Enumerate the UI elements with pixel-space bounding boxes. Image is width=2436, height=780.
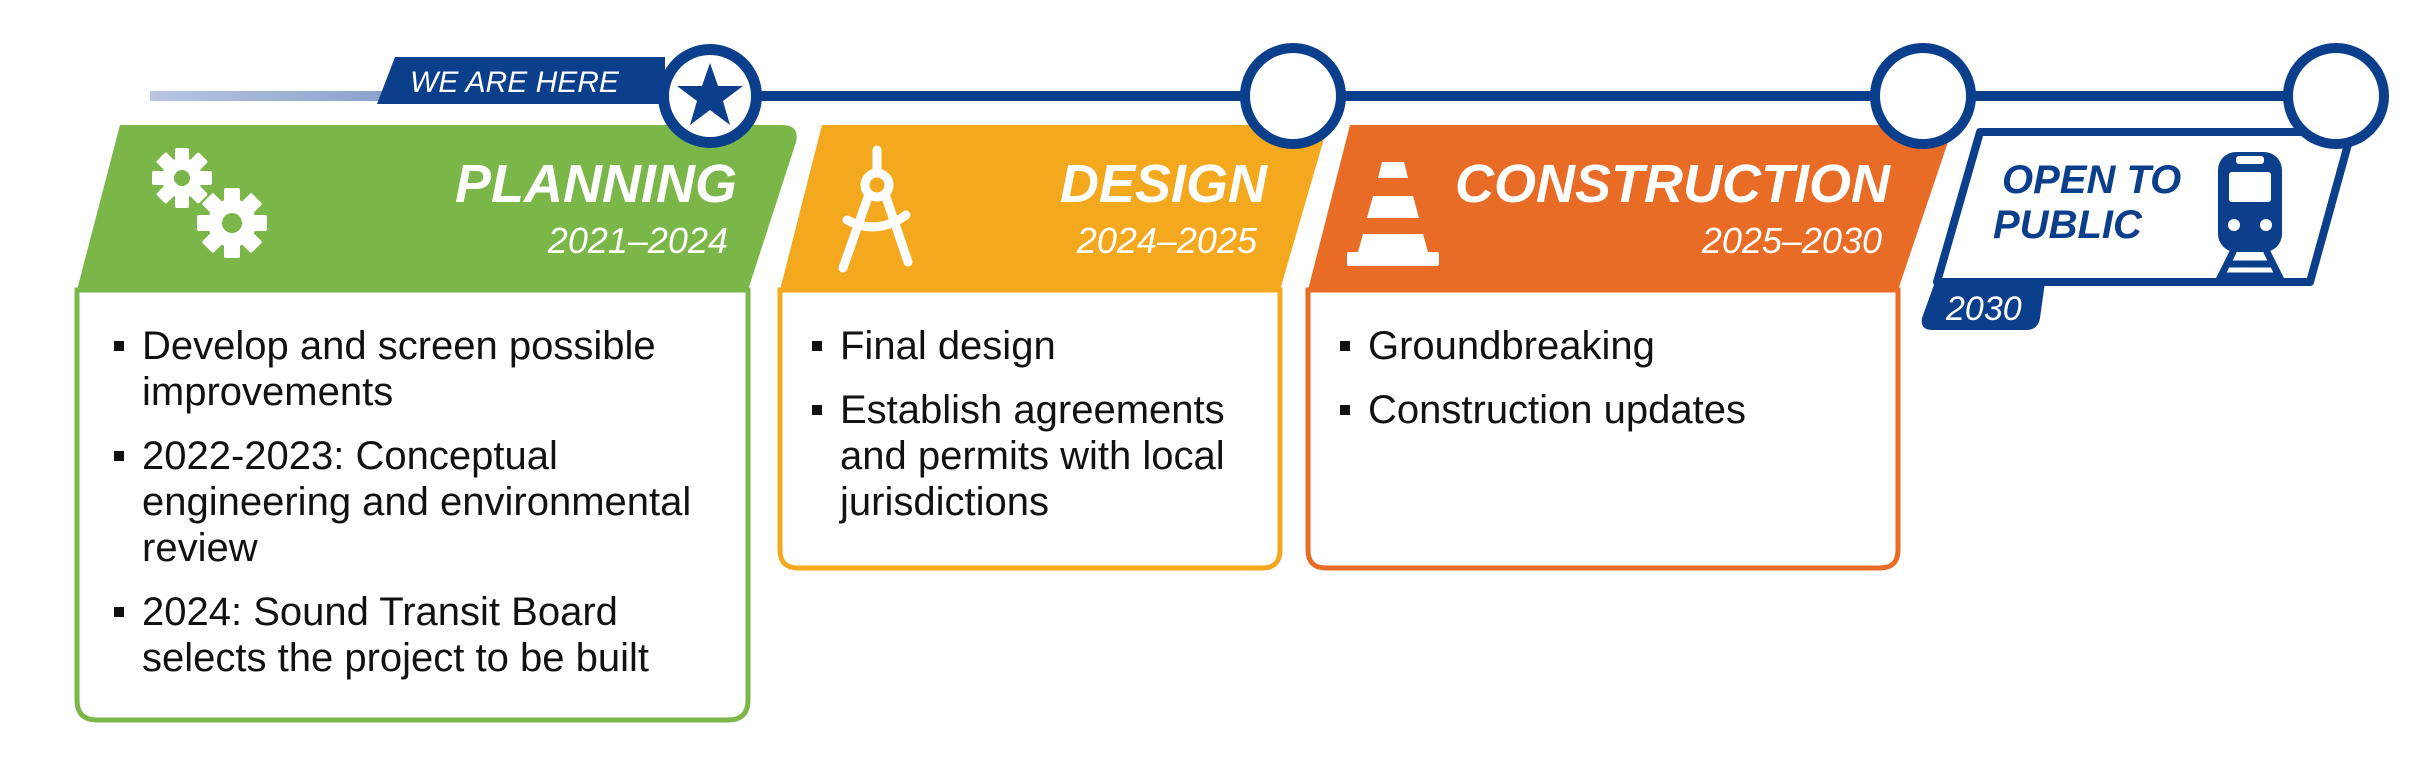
- list-item: Final design: [810, 323, 1280, 369]
- we-are-here-tab: [377, 57, 665, 104]
- list-item: 2022-2023: Conceptual engineering and en…: [112, 433, 732, 571]
- planning-items: Develop and screen possible improvements…: [112, 323, 732, 699]
- construction-title: CONSTRUCTION: [1455, 154, 1891, 214]
- milestone-current-star: [658, 44, 762, 148]
- timeline-line-faded: [150, 91, 390, 101]
- design-years: 2024–2025: [1076, 220, 1258, 261]
- construction-body-box: [1305, 287, 1901, 571]
- open-year: 2030: [1945, 290, 2022, 328]
- planning-body-box: [74, 287, 751, 723]
- open-to-public-title-line2: PUBLIC: [1993, 203, 2143, 247]
- list-item: 2024: Sound Transit Board selects the pr…: [112, 589, 732, 681]
- design-body-box: [777, 287, 1283, 571]
- traffic-cone-icon: [1347, 162, 1439, 266]
- design-items: Final design Establish agreements and pe…: [810, 323, 1280, 543]
- we-are-here-label: WE ARE HERE: [410, 66, 620, 99]
- list-item: Develop and screen possible improvements: [112, 323, 732, 415]
- planning-title: PLANNING: [455, 154, 737, 214]
- construction-years: 2025–2030: [1701, 220, 1882, 261]
- planning-years: 2021–2024: [547, 220, 728, 261]
- design-header-band: [780, 125, 1325, 290]
- planning-header-band: [77, 125, 797, 290]
- open-to-public-title-line1: OPEN TO: [2002, 158, 2181, 202]
- star-icon: [677, 63, 743, 125]
- list-item: Establish agreements and permits with lo…: [810, 387, 1280, 525]
- list-item: Groundbreaking: [1338, 323, 1878, 369]
- gears-icon: [152, 148, 267, 258]
- train-icon: [2214, 152, 2286, 286]
- compass-icon: [838, 145, 913, 273]
- milestone-open-circle: [2283, 43, 2389, 149]
- open-year-badge: [1921, 282, 2045, 330]
- construction-items: Groundbreaking Construction updates: [1338, 323, 1878, 451]
- timeline-line: [390, 91, 2310, 101]
- list-item: Construction updates: [1338, 387, 1878, 433]
- design-title: DESIGN: [1060, 154, 1268, 214]
- milestone-design-circle: [1240, 43, 1346, 149]
- milestone-construction-circle: [1870, 43, 1976, 149]
- construction-header-band: [1308, 125, 1950, 290]
